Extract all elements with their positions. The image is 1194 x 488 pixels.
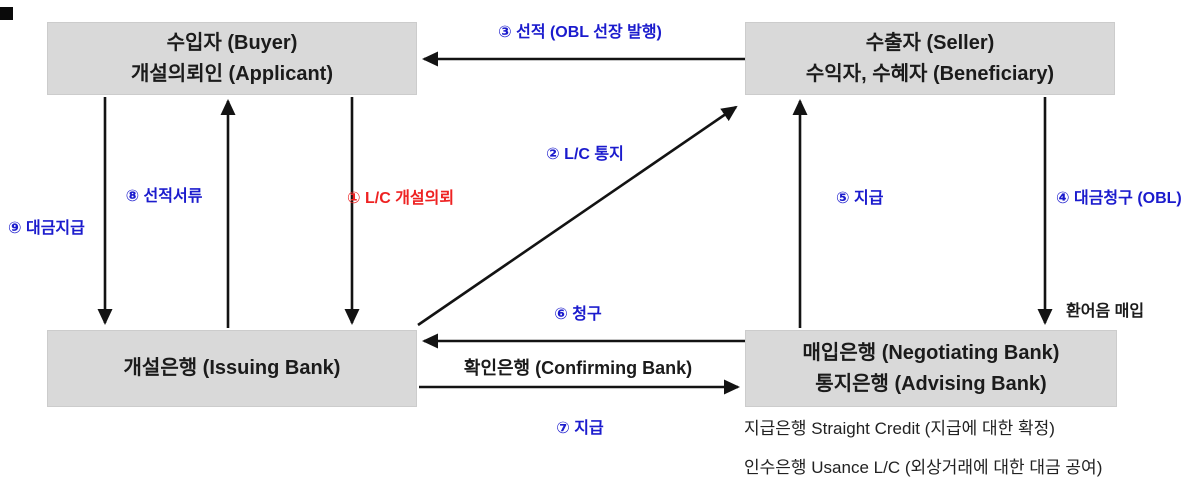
corner-mark [0,7,13,20]
label-step3: ③ 선적 (OBL 선장 발행) [498,24,662,41]
label-step6: ⑥ 청구 [554,306,602,323]
label-step1: ① L/C 개설의뢰 [347,190,455,207]
node-buyer: 수입자 (Buyer) 개설의뢰인 (Applicant) [47,22,417,95]
label-step2: ② L/C 통지 [546,146,624,163]
node-issuing-bank: 개설은행 (Issuing Bank) [47,330,417,407]
label-step8: ⑧ 선적서류 [125,188,203,205]
node-negotiating-bank-line1: 매입은행 (Negotiating Bank) [802,341,1060,364]
node-seller-line2: 수익자, 수혜자 (Beneficiary) [805,62,1055,85]
label-bill-purchase: 환어음 매입 [1066,303,1145,320]
node-buyer-line2: 개설의뢰인 (Applicant) [131,62,333,85]
note-usance-lc: 인수은행 Usance L/C (외상거래에 대한 대금 공여) [744,458,1103,477]
label-step4: ④ 대금청구 (OBL) [1056,190,1182,207]
label-confirming-bank: 확인은행 (Confirming Bank) [463,358,693,378]
node-issuing-bank-line1: 개설은행 (Issuing Bank) [123,357,341,379]
node-negotiating-bank-line2: 통지은행 (Advising Bank) [815,372,1047,395]
label-step9: ⑨ 대금지급 [8,220,85,237]
node-seller-line1: 수출자 (Seller) [865,31,995,54]
label-step5: ⑤ 지급 [836,190,884,207]
label-step7: ⑦ 지급 [556,420,604,437]
node-negotiating-bank: 매입은행 (Negotiating Bank) 통지은행 (Advising B… [745,330,1117,407]
node-buyer-line1: 수입자 (Buyer) [166,31,298,54]
note-straight-credit: 지급은행 Straight Credit (지급에 대한 확정) [744,419,1055,438]
node-seller: 수출자 (Seller) 수익자, 수혜자 (Beneficiary) [745,22,1115,95]
